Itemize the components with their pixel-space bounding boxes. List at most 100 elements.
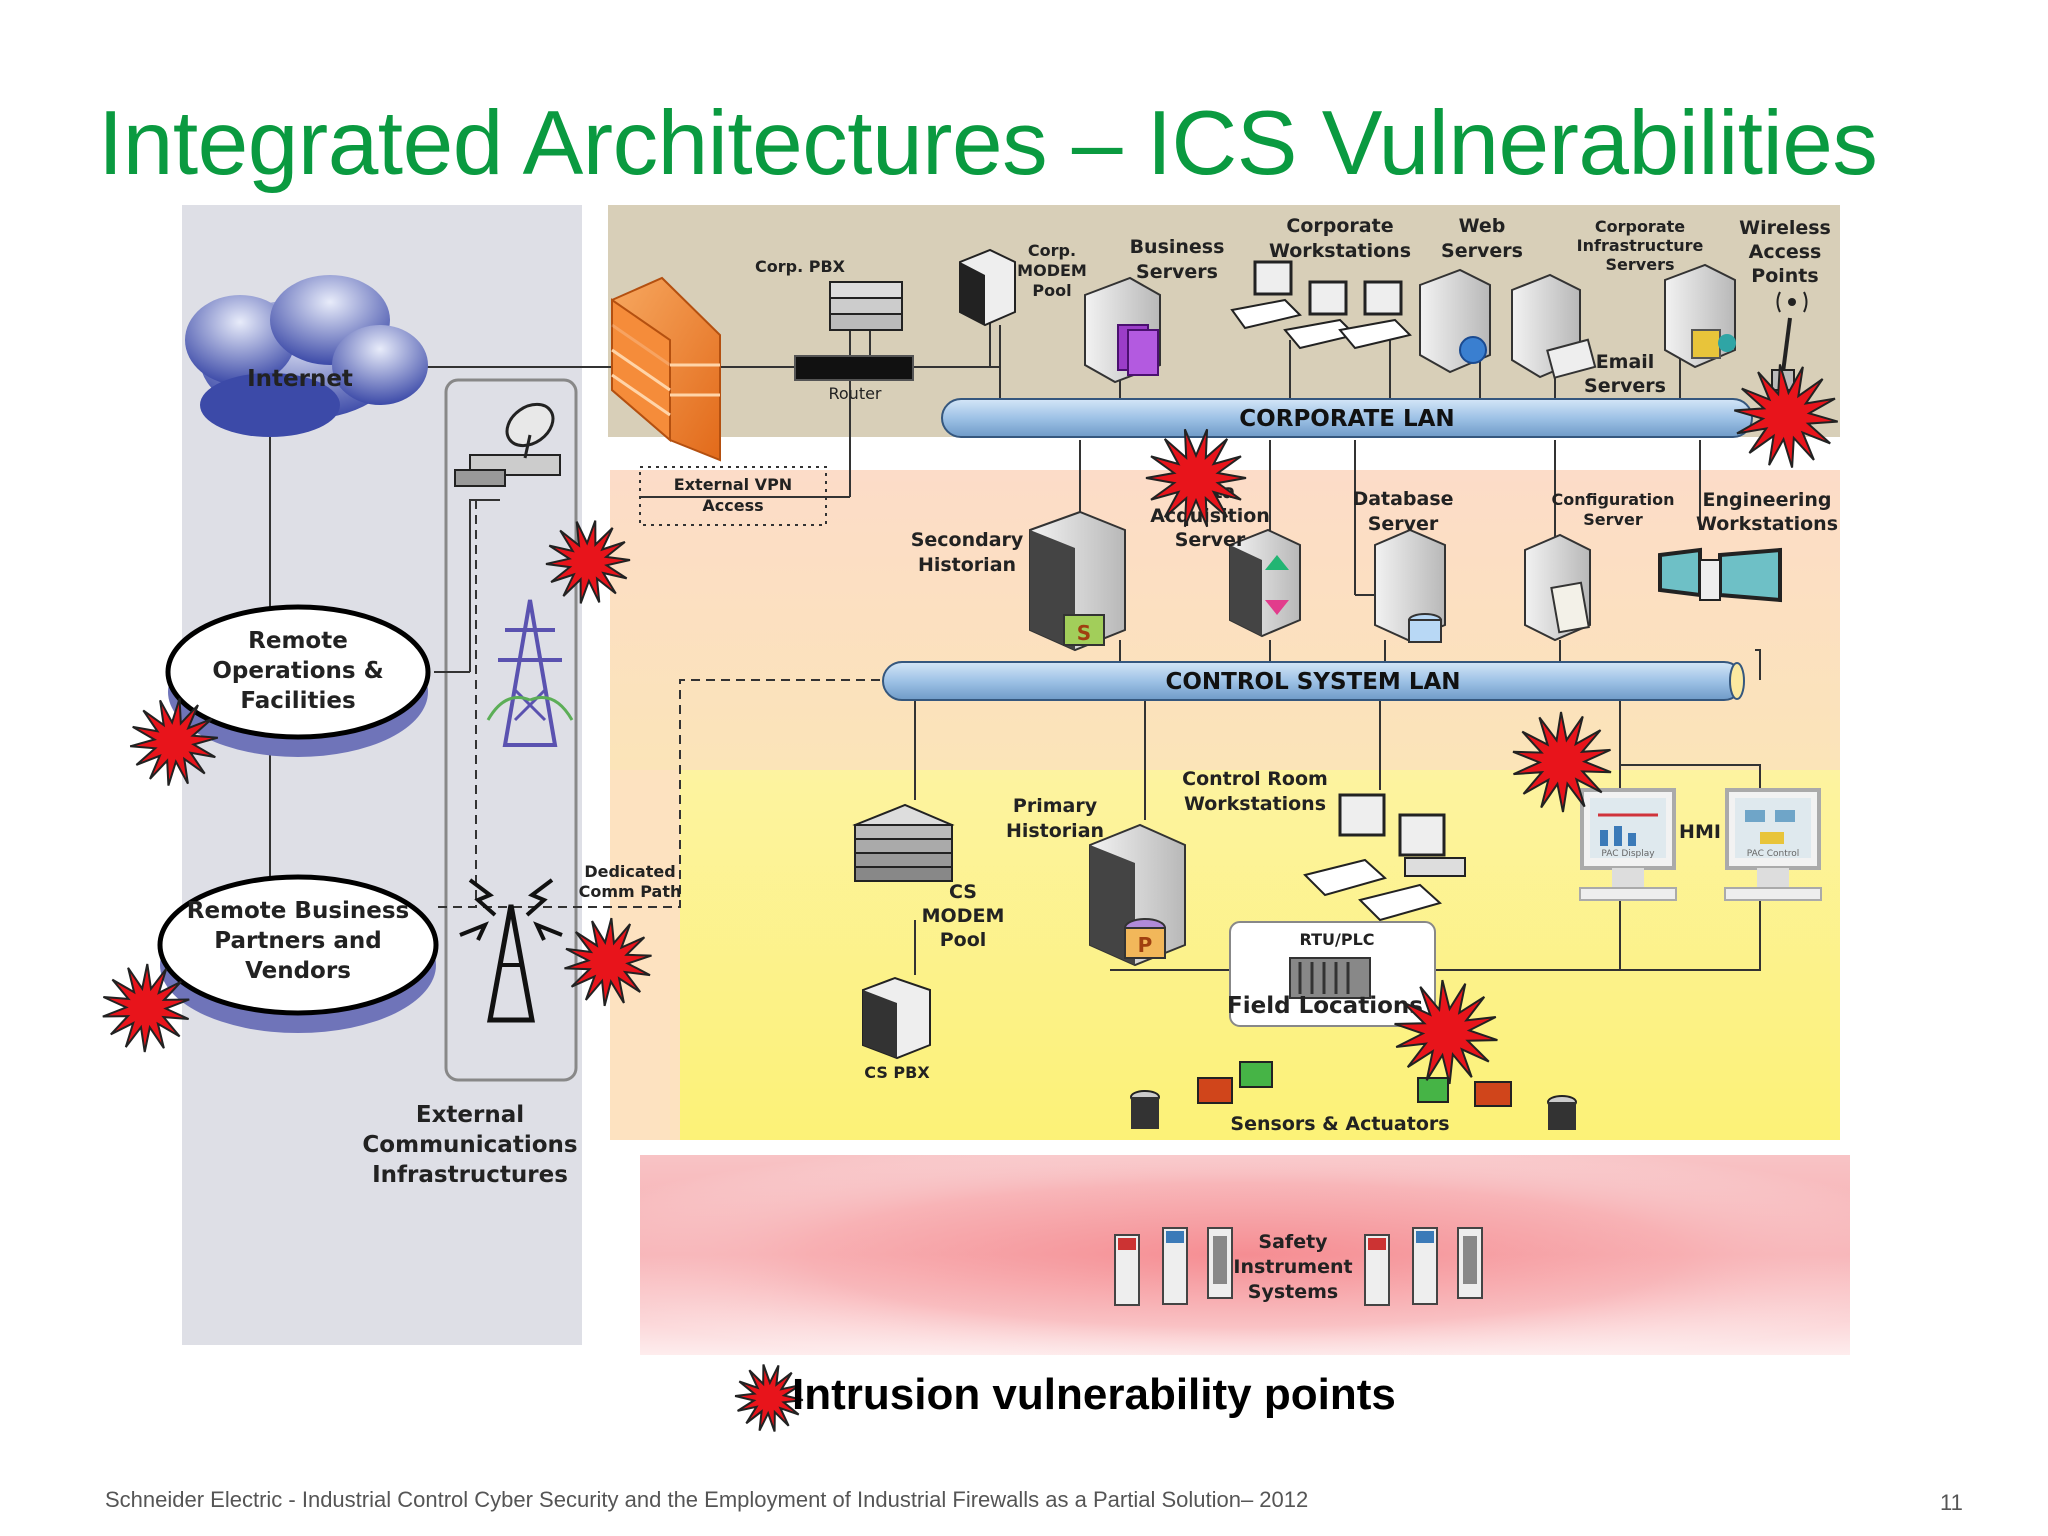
database-server-line-1: Database: [1352, 488, 1453, 510]
business-servers-line-2: Servers: [1136, 261, 1218, 283]
email-servers-icon: [1511, 273, 1597, 379]
cs-modem-pool-icon: [852, 803, 955, 882]
external-comm-line-3: Infrastructures: [372, 1162, 568, 1188]
config-server-line-1: Configuration: [1551, 490, 1674, 509]
remote-ops-line-3: Facilities: [240, 688, 355, 714]
remote-ops-line-1: Remote: [248, 628, 348, 654]
corp-pbx-icon: [829, 281, 903, 331]
dedicated-comm-line-1: Dedicated: [584, 862, 675, 881]
dedicated-comm-dash: [438, 679, 885, 908]
historian-p-label: P: [1138, 933, 1153, 957]
power-tower-icon: [486, 599, 574, 747]
corporate-lan-label: CORPORATE LAN: [1239, 406, 1454, 432]
vulnerability-burst-icon: [102, 963, 190, 1053]
router-label: Router: [828, 384, 881, 403]
vulnerability-burst-icon: [1394, 979, 1498, 1085]
email-servers-line-1: Email: [1596, 351, 1655, 373]
radio-tower-icon: [459, 878, 563, 1023]
footer-text: Schneider Electric - Industrial Control …: [105, 1487, 1309, 1512]
web-servers-line-1: Web: [1459, 215, 1506, 237]
cs-modem-line-3: Pool: [940, 929, 987, 951]
safety-systems-line-3: Systems: [1248, 1281, 1338, 1303]
control-system-lan-bus: CONTROL SYSTEM LAN: [882, 661, 1745, 701]
safety-systems-line-1: Safety: [1258, 1231, 1328, 1253]
safety-systems-line-2: Instrument: [1233, 1256, 1352, 1278]
remote-partners-line-2: Partners and: [214, 928, 381, 954]
remote-ops-line-2: Operations &: [212, 658, 383, 684]
vulnerability-burst-icon: [564, 917, 652, 1007]
corporate-workstations-icon: [1230, 260, 1412, 350]
remote-partners-line-1: Remote Business: [187, 898, 410, 924]
internet-cloud-icon: [185, 275, 428, 437]
external-vpn-box: [639, 466, 827, 526]
control-system-lan-label: CONTROL SYSTEM LAN: [1165, 669, 1460, 695]
remote-partners-node: [157, 874, 439, 1033]
external-vpn-line-1: External VPN: [674, 475, 792, 494]
primary-historian-line-2: Historian: [1006, 820, 1104, 842]
cs-modem-line-2: MODEM: [922, 905, 1005, 927]
business-servers-line-1: Business: [1130, 236, 1225, 258]
field-locations-box: [1229, 921, 1436, 1027]
corp-modem-pool-icon: [959, 248, 1016, 327]
external-comm-box: [444, 378, 578, 1082]
wireless-ap-line-1: Wireless: [1739, 217, 1831, 239]
web-servers-icon: [1419, 268, 1491, 374]
remote-operations-node: [165, 604, 431, 757]
satellite-dish-icon: [454, 402, 561, 487]
secondary-historian-line-2: Historian: [918, 554, 1016, 576]
web-servers-line-2: Servers: [1441, 240, 1523, 262]
vulnerability-bursts: [102, 364, 1838, 1432]
sensors-actuators-label: Sensors & Actuators: [1230, 1113, 1449, 1135]
sensors-actuators-icon: [1130, 1061, 1577, 1130]
internet-label: Internet: [247, 366, 353, 392]
corp-infra-line-1: Corporate: [1595, 217, 1685, 236]
secondary-historian-icon: S: [1029, 510, 1126, 652]
vulnerability-burst-icon: [1145, 428, 1247, 528]
data-acq-line-2: Acquisition: [1150, 505, 1270, 527]
corporate-workstations-line-2: Workstations: [1269, 240, 1411, 262]
corp-pbx-label: Corp. PBX: [755, 257, 846, 276]
corporate-workstations-line-1: Corporate: [1286, 215, 1393, 237]
configuration-server-icon: [1524, 533, 1591, 642]
legend-label: Intrusion vulnerability points: [792, 1370, 1396, 1419]
business-servers-icon: [1084, 276, 1161, 384]
external-comm-line-1: External: [416, 1102, 524, 1128]
remote-partners-line-3: Vendors: [245, 958, 351, 984]
corp-infra-line-3: Servers: [1606, 255, 1675, 274]
control-room-workstations-icon: [1303, 793, 1466, 922]
router-icon: [794, 355, 914, 381]
config-server-line-2: Server: [1583, 510, 1643, 529]
secondary-historian-line-1: Secondary: [911, 529, 1024, 551]
corp-infra-line-2: Infrastructure: [1577, 236, 1704, 255]
engineering-workstations-icon: [1658, 547, 1782, 603]
engineering-ws-line-2: Workstations: [1696, 513, 1838, 535]
primary-historian-icon: P: [1089, 823, 1186, 967]
email-servers-line-2: Servers: [1584, 375, 1666, 397]
wireless-ap-line-3: Points: [1751, 265, 1818, 287]
slide-title: Integrated Architectures – ICS Vulnerabi…: [98, 93, 1878, 194]
infrastructure-server-icon: [1664, 263, 1736, 369]
legend-burst-icon: [734, 1364, 804, 1432]
wireless-ap-line-2: Access: [1749, 241, 1822, 263]
control-zone: [610, 470, 1840, 770]
vulnerability-burst-icon: [545, 520, 631, 604]
control-room-ws-line-1: Control Room: [1182, 768, 1328, 790]
pac-display-label: PAC Display: [1601, 849, 1655, 859]
cs-pbx-icon: [862, 976, 931, 1060]
external-comm-line-2: Communications: [362, 1132, 577, 1158]
historian-s-label: S: [1077, 621, 1091, 645]
corp-modem-line-2: MODEM: [1017, 261, 1087, 280]
safety-instrument-systems-icon: [1114, 1227, 1483, 1306]
page-number: 11: [1940, 1490, 1963, 1515]
hmi-displays-icon: [1579, 788, 1822, 901]
safety-zone-glow: [640, 1155, 1850, 1355]
external-vpn-line-2: Access: [702, 496, 763, 515]
firewall-icon: [611, 276, 721, 462]
field-locations-label: Field Locations: [1227, 993, 1423, 1019]
data-acq-line-3: Server: [1175, 529, 1246, 551]
database-server-line-2: Server: [1368, 513, 1439, 535]
data-acquisition-server-icon: [1229, 528, 1301, 638]
vulnerability-burst-icon: [129, 698, 219, 786]
vulnerability-burst-icon: [1512, 711, 1612, 813]
